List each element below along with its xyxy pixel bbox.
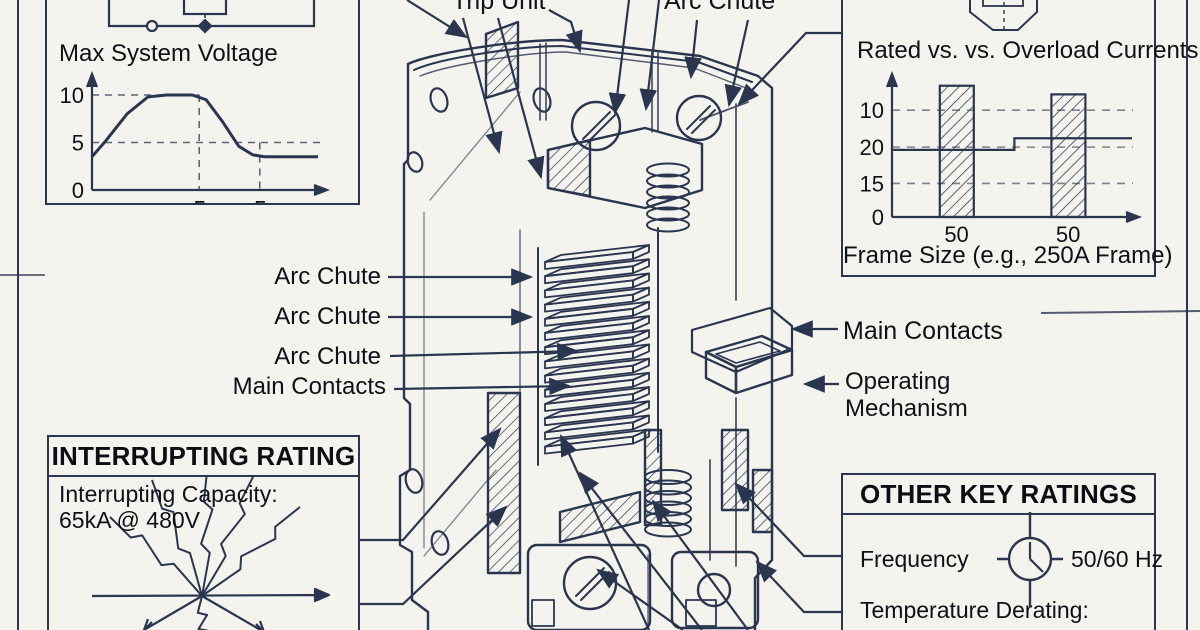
terminal-lug	[526, 543, 760, 630]
svg-text:15: 15	[860, 171, 884, 196]
cross-section-hatching	[484, 20, 774, 575]
svg-text:20: 20	[860, 135, 884, 160]
chart-title: Max System Voltage	[59, 40, 278, 67]
breaker-cutaway-drawing	[398, 20, 794, 630]
label-trip-unit: Trip Unit	[452, 0, 546, 15]
label-arc-chute-1: Arc Chute	[274, 263, 381, 290]
interrupting-rating-header: INTERRUPTING RATING	[49, 437, 358, 477]
svg-text:10: 10	[860, 98, 884, 123]
chart-title: Rated vs. vs. Overload Currents	[857, 37, 1199, 64]
temperature-derating-label: Temperature Derating:	[860, 597, 1089, 623]
label-arc-chute-2: Arc Chute	[274, 303, 381, 330]
label-main-contacts-left: Main Contacts	[232, 373, 386, 400]
label-main-contacts-right: Main Contacts	[843, 317, 1003, 345]
svg-text:0: 0	[72, 178, 84, 203]
circuit-schematic-icon	[107, 0, 316, 34]
svg-text:5: 5	[254, 196, 267, 203]
svg-text:10: 10	[60, 83, 84, 108]
panel-max-system-voltage: 10 5 0 5 5 Max System Voltage	[45, 0, 360, 205]
mounting-holes	[404, 87, 552, 556]
label-operating-mechanism: Operating Mechanism	[845, 368, 968, 422]
label-arc-chute-top: Arc Chute	[664, 0, 776, 15]
arc-chute-stack	[544, 244, 650, 455]
mechanism-thumbnail-icon	[969, 0, 1038, 31]
svg-text:5: 5	[193, 196, 206, 203]
label-arc-chute-3: Arc Chute	[274, 343, 381, 370]
frequency-label: Frequency	[860, 546, 969, 572]
interrupting-capacity-label: Interrupting Capacity:	[59, 481, 278, 507]
svg-text:0: 0	[872, 205, 884, 230]
interrupting-capacity-value: 65kA @ 480V	[59, 507, 200, 533]
panel-interrupting-rating: INTERRUPTING RATING Interrupting Capacit…	[47, 435, 360, 630]
panel-other-key-ratings: OTHER KEY RATINGS Frequency 50/60 Hz Tem…	[841, 473, 1163, 630]
frequency-value: 50/60 Hz	[1071, 546, 1164, 572]
chart-xlabel: Frame Size (e.g., 250A Frame)	[843, 242, 1173, 269]
max-voltage-line-chart: 10 5 0 5 5	[60, 70, 331, 203]
svg-text:5: 5	[72, 131, 84, 156]
